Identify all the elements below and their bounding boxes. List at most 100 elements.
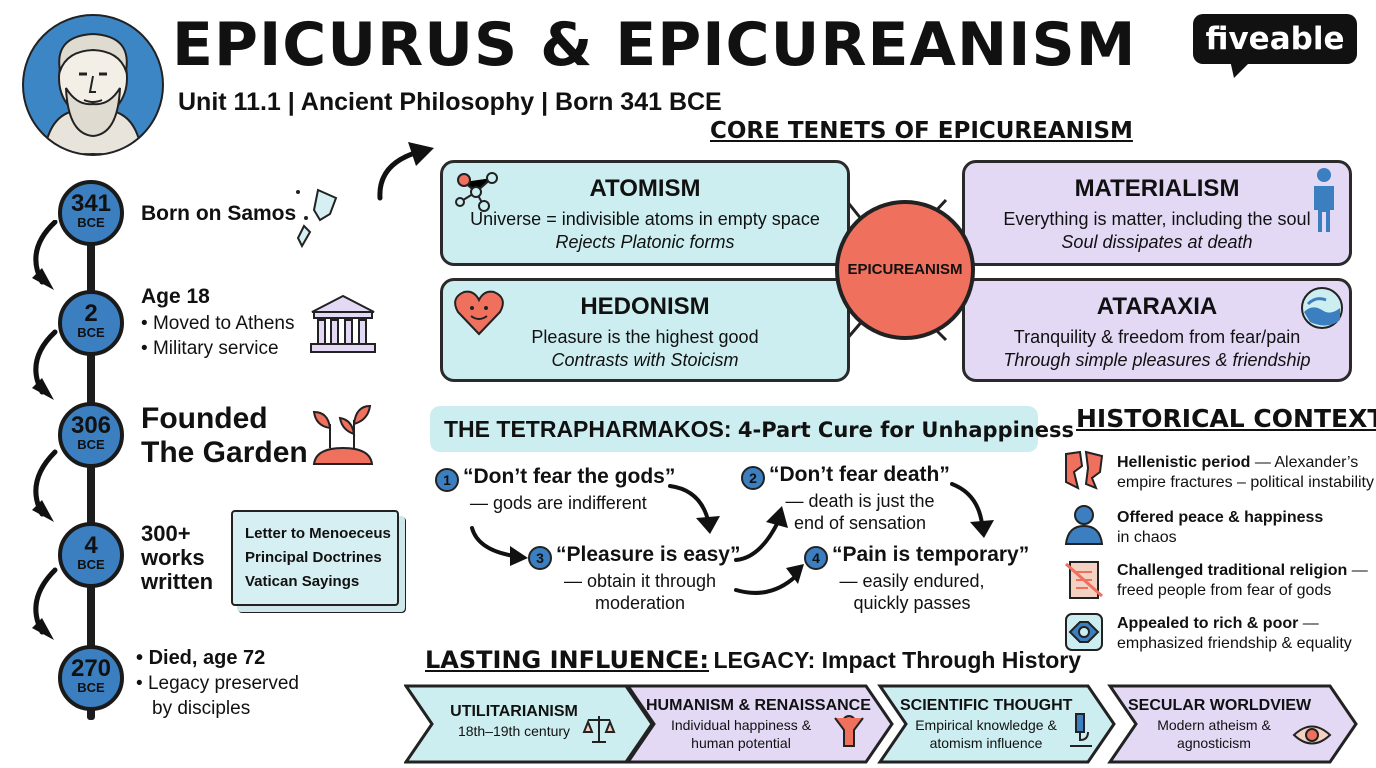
legacy-item-sub: Individual happiness & (670, 717, 812, 733)
step-desc-line: moderation (594, 593, 686, 613)
tenet-desc: Universe = indivisible atoms in empty sp… (470, 209, 820, 229)
tenet-ataraxia: ATARAXIA Tranquility & freedom from fear… (962, 278, 1352, 382)
page-title: EPICURUS & EPICUREANISM (172, 10, 1137, 80)
page-subtitle: Unit 11.1 | Ancient Philosophy | Born 34… (178, 88, 722, 116)
work-title: Vatican Sayings (245, 573, 360, 590)
chevron-science (877, 684, 1116, 764)
event-title-line: The Garden (141, 436, 308, 469)
event-title-line: 300+ (141, 521, 191, 546)
event-bullet: • Legacy preserved (136, 673, 299, 694)
step-desc-line: quickly passes (853, 593, 971, 613)
timeline-node-270: 270 BCE (58, 645, 124, 711)
event-bullet: • Died, age 72 (136, 647, 266, 669)
step-desc: — death is just the end of sensation (780, 490, 940, 534)
samos-island-icon (296, 188, 338, 249)
context-item: Hellenistic period — Alexander’s empire … (1117, 454, 1374, 491)
legacy-item-title: SCIENTIFIC THOUGHT (900, 697, 1073, 714)
year: 270 (70, 655, 112, 682)
tetrapharmakos-banner: THE TETRAPHARMAKOS: 4-Part Cure for Unha… (430, 406, 1074, 452)
legacy-item-sub: 18th–19th century (457, 723, 571, 739)
event-bullet-continued: by disciples (152, 698, 251, 719)
step-title: “Pleasure is easy” (556, 543, 741, 566)
legacy-item-sub: atomism influence (929, 735, 1043, 751)
era: BCE (77, 680, 105, 695)
heart-icon (454, 290, 504, 336)
legacy-title-main: LASTING INFLUENCE: (425, 646, 710, 674)
tenet-sub: Contrasts with Stoicism (551, 350, 739, 370)
step-title: “Don’t fear the gods” (463, 465, 676, 488)
broken-map-icon (1065, 450, 1104, 490)
legacy-item-title: SECULAR WORLDVIEW (1128, 697, 1312, 714)
step-desc-line: — death is just the (785, 491, 935, 511)
step-desc-line: — obtain it through (563, 571, 717, 591)
historical-context-title: HISTORICAL CONTEXT (1076, 404, 1376, 433)
step-desc: — gods are indifferent (470, 493, 647, 513)
banner-bold: THE TETRAPHARMAKOS: (444, 416, 732, 442)
scales-icon (582, 716, 616, 743)
step-desc-line: — easily endured, (839, 571, 985, 591)
epicureanism-hub: EPICUREANISM (835, 200, 975, 340)
chevron-utilitarianism (404, 684, 654, 764)
tenet-sub: Soul dissipates at death (1061, 232, 1253, 252)
timeline-node-341: 341 BCE (58, 180, 124, 246)
legacy-item: HUMANISM & RENAISSANCE Individual happin… (646, 696, 871, 752)
tenet-title: ATARAXIA (1096, 293, 1218, 320)
event-bullet: • Military service (141, 338, 279, 359)
chevron-humanism (625, 684, 894, 764)
step-title: “Don’t fear death” (769, 463, 950, 486)
year: 306 (70, 412, 112, 439)
temple-icon (310, 294, 376, 353)
era: BCE (77, 325, 105, 340)
year: 2 (84, 300, 98, 327)
tenet-title: HEDONISM (580, 293, 710, 320)
legacy-title-sub: LEGACY: Impact Through History (713, 647, 1082, 673)
raised-arms-person-icon (834, 715, 864, 747)
year: 4 (84, 532, 98, 559)
context-item: Offered peace & happiness in chaos (1117, 509, 1324, 546)
legacy-item-sub: Empirical knowledge & (915, 717, 1057, 733)
tenet-title: ATOMISM (589, 175, 701, 202)
step-title: “Pain is temporary” (832, 543, 1030, 566)
fiveable-logo: fiveable (1193, 14, 1357, 64)
banner-rest: 4-Part Cure for Unhappiness (737, 418, 1075, 442)
timeline-node-2: 2 BCE (58, 290, 124, 356)
portrait-drawing (42, 32, 144, 154)
epicurus-portrait (22, 14, 164, 156)
timeline-node-4: 4 BCE (58, 522, 124, 588)
tetrapharmakos-arrows (470, 482, 994, 595)
timeline-event-garden: Founded The Garden (141, 402, 308, 470)
work-title: Letter to Menoeceus (245, 525, 391, 542)
logo-speech-tail (1230, 60, 1252, 78)
atom-icon (455, 172, 498, 212)
timeline-event-works: 300+ works written (141, 522, 213, 594)
work-title: Principal Doctrines (245, 549, 382, 566)
year: 341 (70, 190, 112, 217)
timeline-event-born: Born on Samos (141, 202, 297, 225)
person-icon (1314, 168, 1334, 232)
wave-icon (1301, 287, 1343, 329)
tenet-title: MATERIALISM (1074, 175, 1240, 202)
joined-hands-icon (1065, 613, 1103, 651)
sprout-plant-icon (312, 404, 374, 465)
legacy-item-sub: Modern atheism & (1157, 717, 1271, 733)
timeline-event-death: • Died, age 72 • Legacy preserved by dis… (136, 646, 299, 721)
timeline-arrows (32, 220, 58, 640)
legacy-title: LASTING INFLUENCE: LEGACY: Impact Throug… (425, 646, 1081, 674)
step-number: 4 (804, 546, 828, 570)
event-title-line: works (141, 545, 205, 570)
legacy-item-sub: human potential (691, 735, 791, 751)
core-tenets-title: CORE TENETS OF EPICUREANISM (710, 118, 1133, 144)
legacy-item: UTILITARIANISM 18th–19th century (444, 702, 584, 740)
person-icon (1064, 505, 1104, 545)
legacy-item-title: UTILITARIANISM (450, 703, 578, 720)
tenet-materialism: MATERIALISM Everything is matter, includ… (962, 160, 1352, 266)
chevron-secular (1107, 684, 1358, 764)
tenet-desc: Tranquility & freedom from fear/pain (1013, 327, 1301, 347)
timeline-event-age18: Age 18 • Moved to Athens • Military serv… (141, 285, 294, 361)
era: BCE (77, 215, 105, 230)
step-number: 1 (435, 468, 459, 492)
era: BCE (77, 437, 105, 452)
event-title-line: Founded (141, 402, 268, 435)
legacy-item-sub: agnosticism (1177, 735, 1251, 751)
legacy-chevrons (404, 684, 1358, 764)
